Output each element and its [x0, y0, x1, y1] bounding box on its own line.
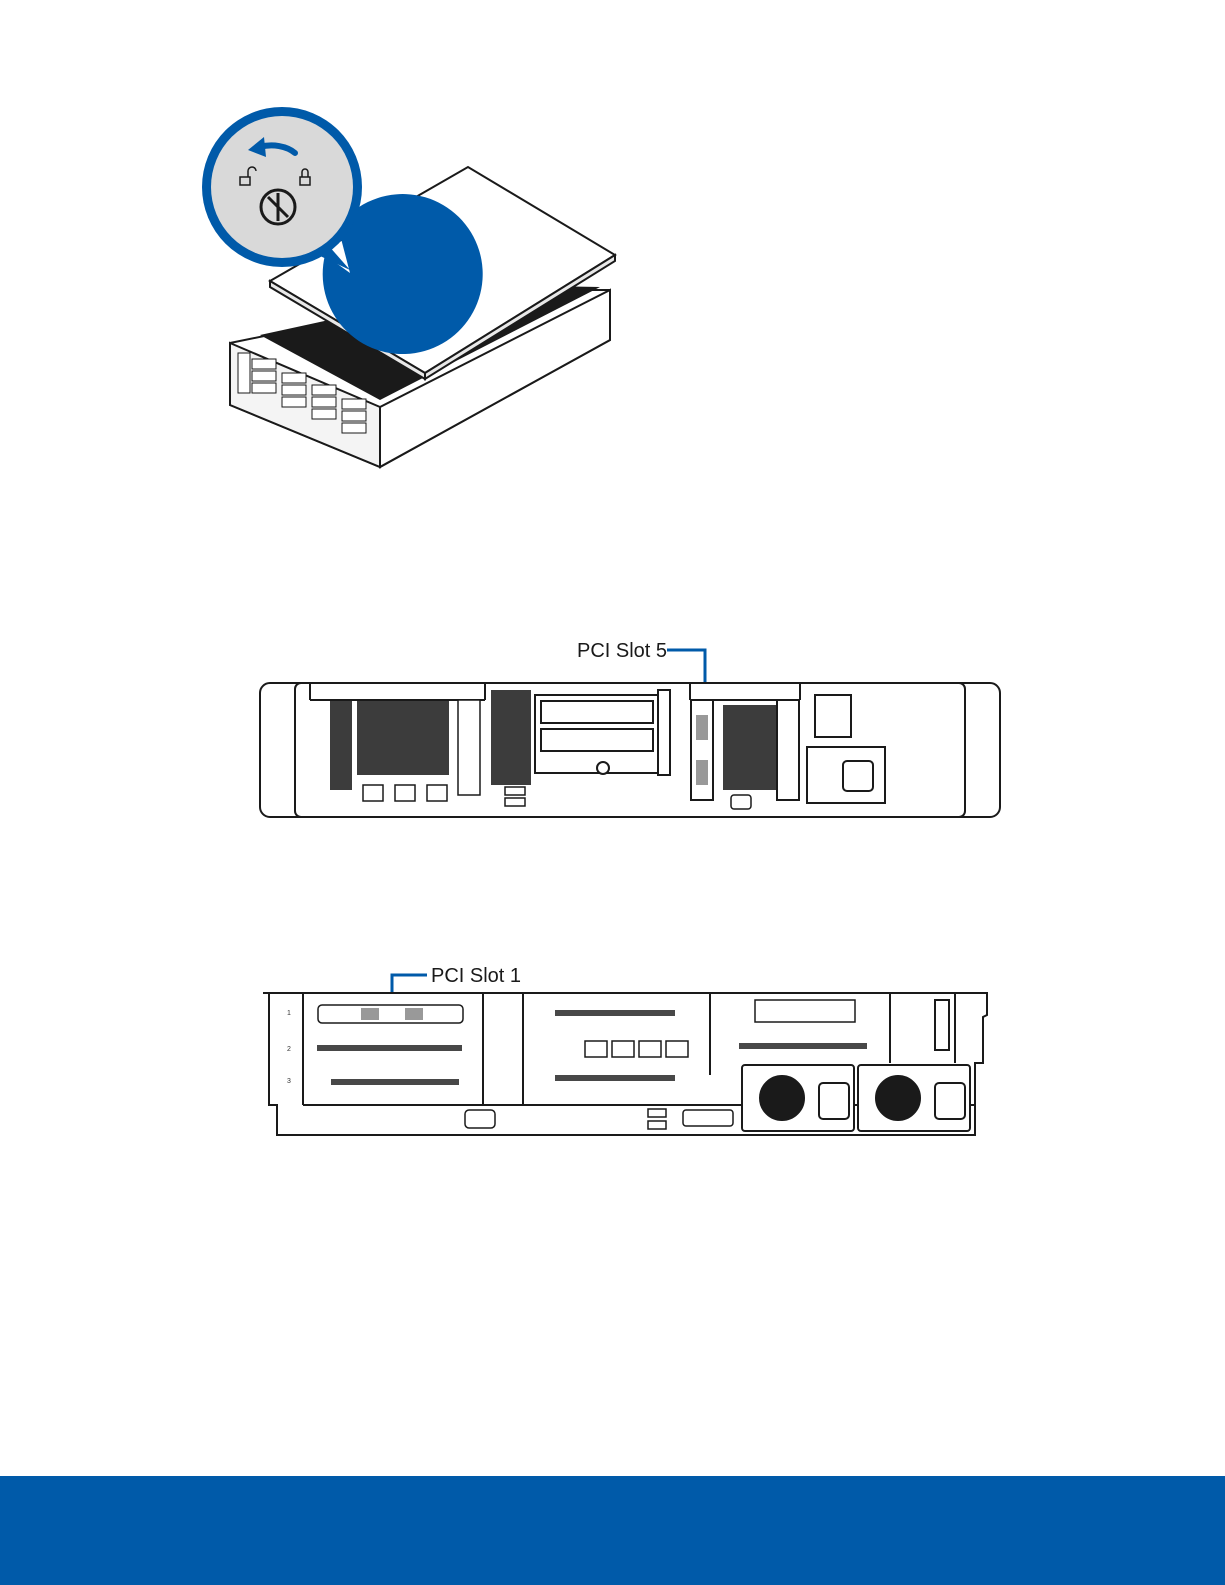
callout-pci-slot-1: PCI Slot 1 [431, 965, 521, 987]
rear-view-pci-slot-1: PCI Slot 1 1 2 3 [255, 955, 995, 1155]
lock-detail-loupe [202, 107, 483, 354]
slot-number-1: 1 [287, 1010, 291, 1017]
callout-pci-slot-5: PCI Slot 5 [577, 640, 667, 662]
screw-icon [261, 190, 295, 224]
rear-view-pci-slot-5: PCI Slot 5 [255, 635, 1005, 825]
footer-bar [0, 1476, 1225, 1585]
slot-number-2: 2 [287, 1046, 291, 1053]
cover-removal-illustration [190, 95, 630, 475]
slot-number-3: 3 [287, 1078, 291, 1085]
pci-slot-1 [318, 1005, 463, 1023]
